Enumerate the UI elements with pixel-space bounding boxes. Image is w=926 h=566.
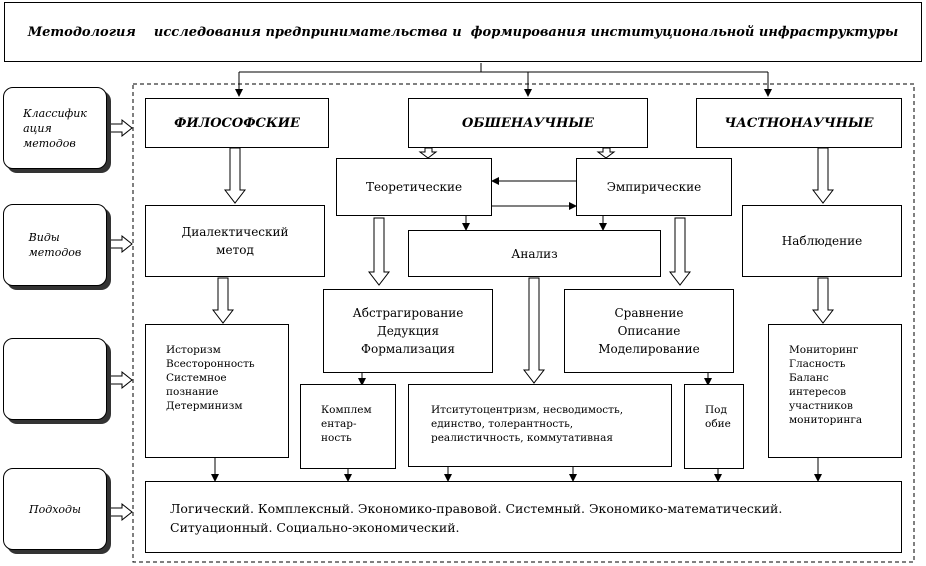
analysis-label: Анализ (511, 246, 558, 261)
title: Методология исследования предприниматель… (27, 24, 899, 40)
box-empirical: Эмпирические (576, 158, 732, 216)
side-approaches-label: Подходы (29, 502, 81, 516)
complementarity-text: Комплем ентар- ность (321, 404, 372, 444)
box-philosophical-principles: Историзм Всесторонность Системное познан… (145, 324, 289, 458)
observation-label: Наблюдение (781, 234, 863, 248)
arrow-general-theoretical (418, 147, 438, 159)
title-connectors (235, 63, 772, 97)
side-types-label: Виды методов (28, 231, 82, 259)
side-classification-label: Классифик ация методов (23, 106, 87, 150)
header-general-scientific-label: ОБШЕНАУЧНЫЕ (462, 115, 594, 131)
approaches-text: Логический. Комплексный. Экономико-право… (170, 501, 783, 535)
arrow-philosophical-dialectical (223, 147, 247, 204)
arrow-theoretical-abstraction (367, 217, 391, 286)
box-complementarity: Комплем ентар- ность (300, 384, 396, 469)
box-analysis: Анализ (408, 230, 661, 277)
arrow-observation-monitoring (811, 277, 835, 324)
header-philosophical: ФИЛОСОФСКИЕ (145, 98, 329, 148)
header-specific-scientific: ЧАСТНОНАУЧНЫЕ (696, 98, 902, 148)
similarity-text: Под обие (705, 404, 731, 430)
box-approaches: Логический. Комплексный. Экономико-право… (145, 481, 902, 553)
institutional-text: Итситутоцентризм, несводимость, единство… (431, 404, 624, 444)
header-philosophical-label: ФИЛОСОФСКИЕ (174, 115, 300, 131)
title-box: Методология исследования предприниматель… (4, 2, 922, 62)
side-types: Виды методов (3, 204, 107, 286)
philosophical-principles-text: Историзм Всесторонность Системное познан… (166, 344, 255, 412)
arrow-side-approaches (109, 502, 133, 522)
header-specific-scientific-label: ЧАСТНОНАУЧНЫЕ (724, 115, 874, 131)
box-similarity: Под обие (684, 384, 744, 469)
arrow-side-types (109, 234, 133, 254)
methods-frame (132, 83, 915, 563)
abstraction-label: Абстрагирование Дедукция Формализация (352, 306, 464, 356)
dialectical-label: Диалектический метод (181, 225, 289, 257)
header-general-scientific: ОБШЕНАУЧНЫЕ (408, 98, 648, 148)
solid-arrows (211, 177, 822, 482)
box-abstraction: Абстрагирование Дедукция Формализация (323, 289, 493, 373)
box-theoretical: Теоретические (336, 158, 492, 216)
box-comparison: Сравнение Описание Моделирование (564, 289, 734, 373)
box-monitoring: Мониторинг Гласность Баланс интересов уч… (768, 324, 902, 458)
arrow-general-empirical (596, 147, 616, 159)
arrow-analysis-institutional (522, 277, 546, 384)
side-approaches: Подходы (3, 468, 107, 550)
side-classification: Классифик ация методов (3, 87, 107, 169)
side-empty (3, 338, 107, 420)
arrow-side-empty (109, 370, 133, 390)
box-observation: Наблюдение (742, 205, 902, 277)
box-institutional: Итситутоцентризм, несводимость, единство… (408, 384, 672, 467)
arrow-dialectical-principles (211, 277, 235, 324)
arrow-empirical-comparison (668, 217, 692, 286)
box-dialectical: Диалектический метод (145, 205, 325, 277)
arrow-specific-observation (811, 147, 835, 204)
monitoring-text: Мониторинг Гласность Баланс интересов уч… (789, 344, 863, 426)
arrow-side-classification (109, 118, 133, 138)
comparison-label: Сравнение Описание Моделирование (598, 306, 700, 356)
theoretical-label: Теоретические (365, 180, 463, 194)
empirical-label: Эмпирические (606, 180, 702, 194)
hollow-arrows (109, 118, 835, 522)
